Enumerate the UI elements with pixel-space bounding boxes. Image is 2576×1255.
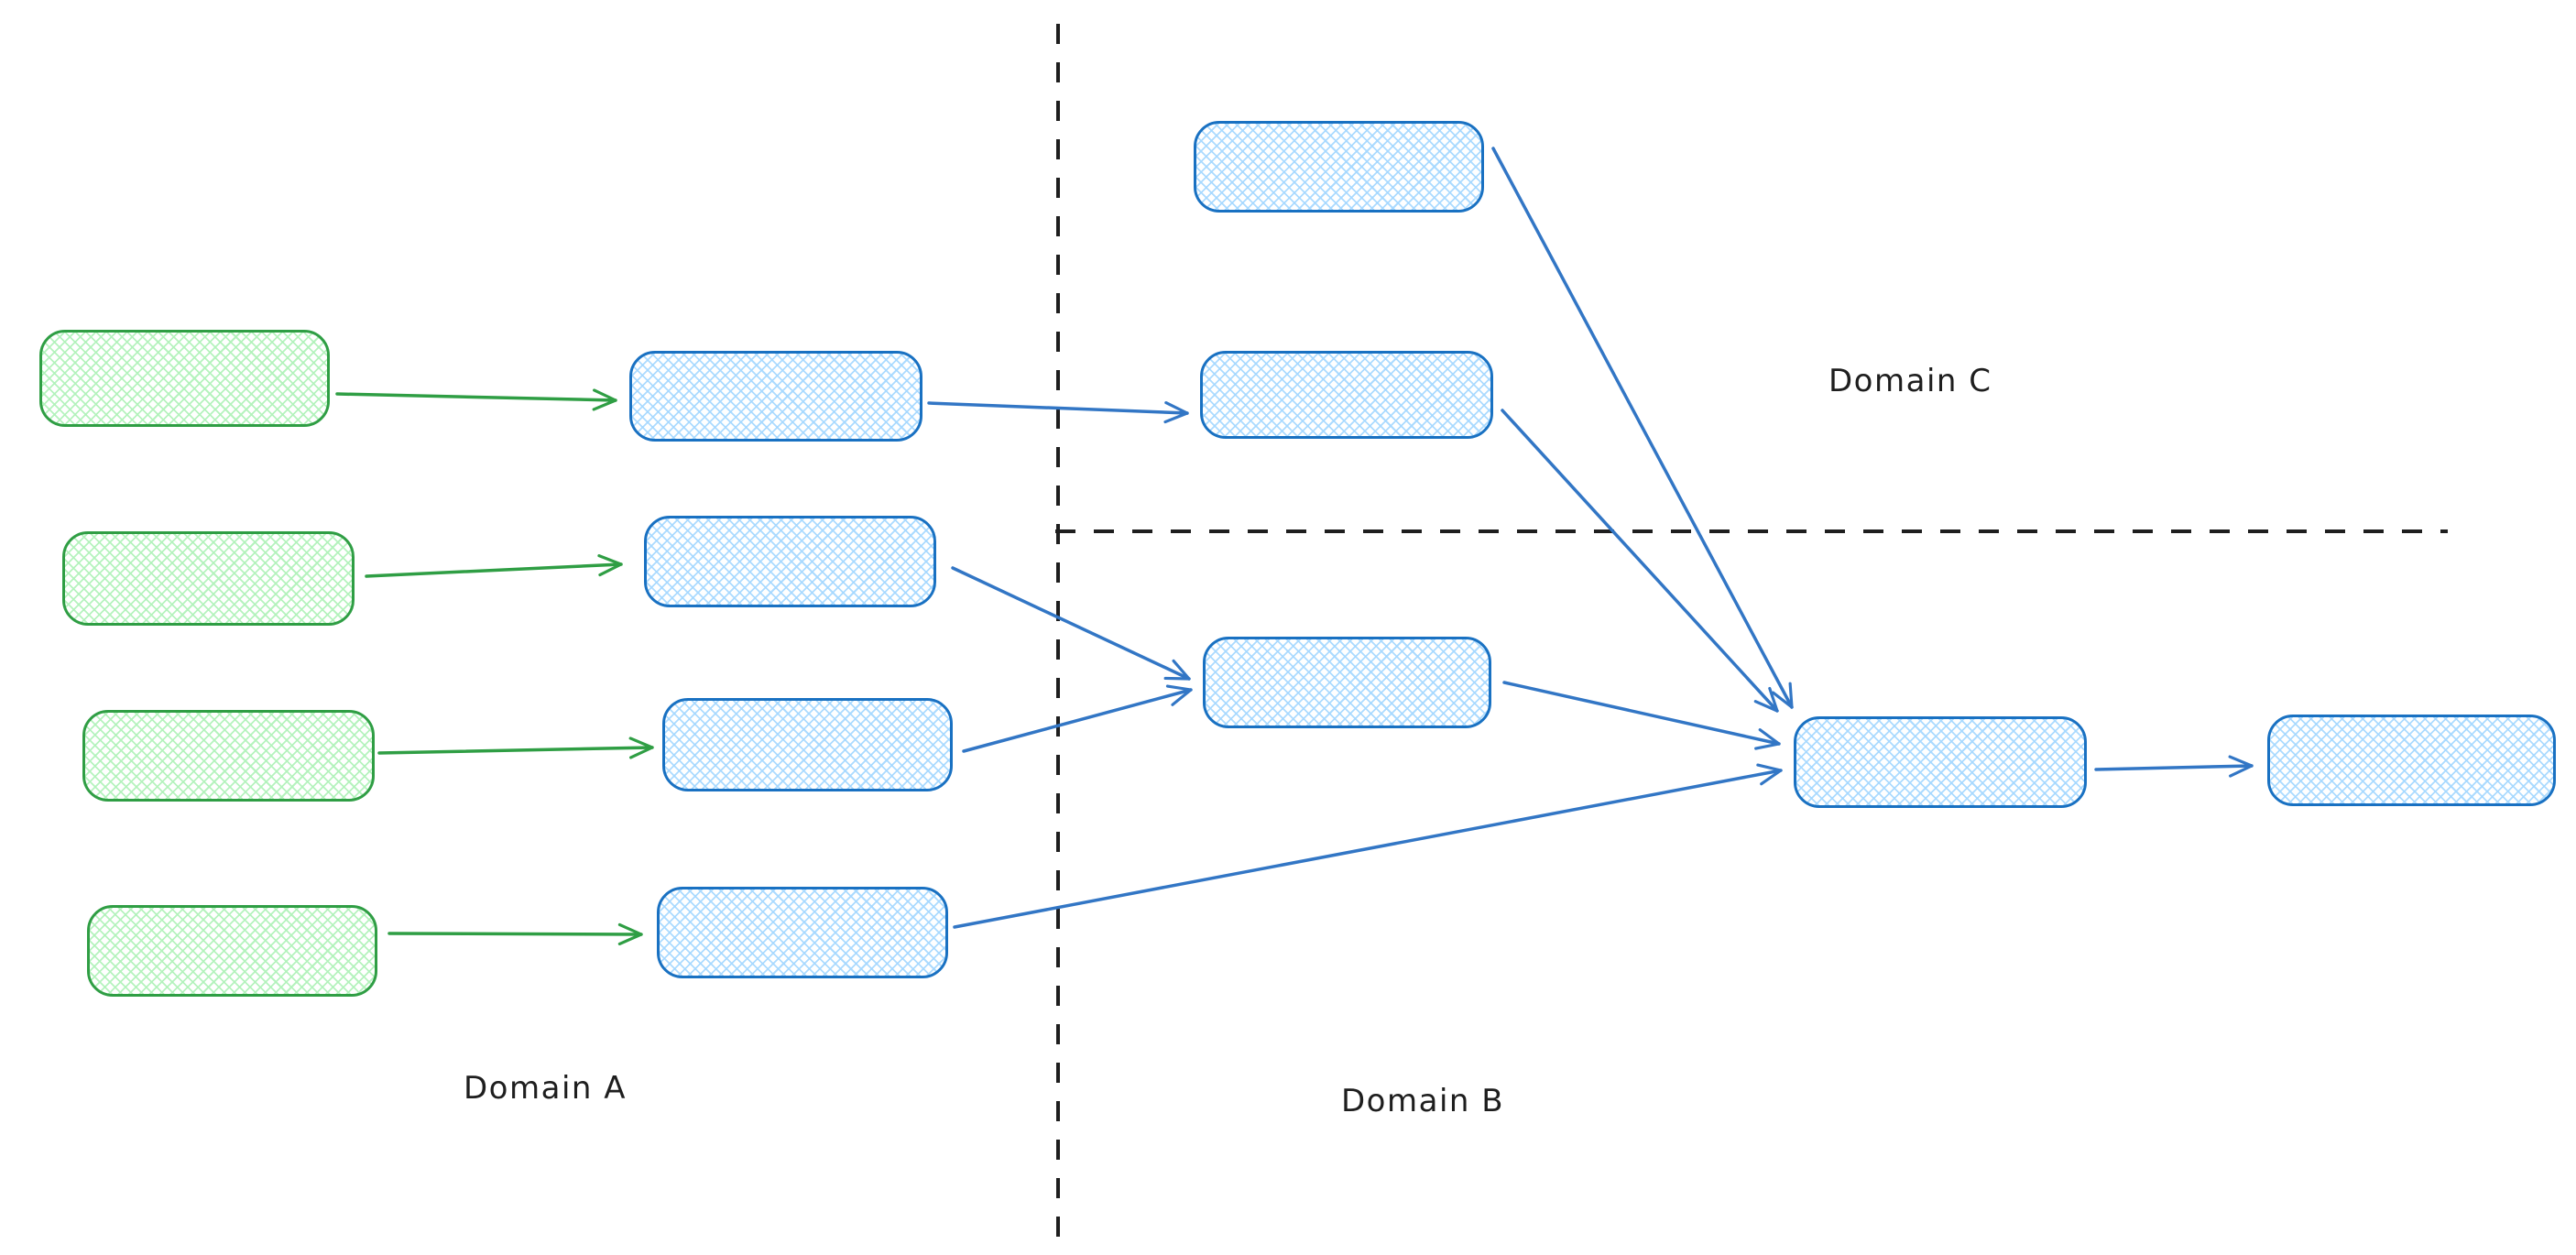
arrow-a-stage-1-to-c-node-2	[927, 401, 1189, 424]
arrow-a-stage-2-to-b-node-1	[951, 566, 1191, 681]
node-a-stage-3	[662, 698, 953, 791]
arrow-a-source-1-to-a-stage-1	[335, 388, 617, 411]
node-a-source-4	[87, 905, 377, 997]
arrow-c-node-1-to-b-hub	[1491, 147, 1794, 709]
node-a-stage-4	[657, 887, 948, 978]
arrow-a-source-2-to-a-stage-2	[365, 554, 623, 578]
domain-c-label: Domain C	[1828, 363, 1992, 399]
arrow-c-node-2-to-b-hub	[1501, 409, 1779, 713]
node-a-source-1	[39, 330, 330, 427]
arrow-a-stage-4-to-b-hub	[953, 763, 1783, 929]
domain-b-label: Domain B	[1341, 1083, 1505, 1119]
arrow-b-node-1-to-b-hub	[1502, 681, 1781, 750]
arrow-a-stage-3-to-b-node-1	[962, 684, 1193, 753]
node-a-source-3	[82, 710, 375, 802]
arrow-b-hub-to-b-output	[2094, 755, 2254, 778]
node-b-hub	[1794, 716, 2087, 808]
arrow-a-source-3-to-a-stage-3	[377, 737, 654, 759]
node-c-1	[1194, 121, 1484, 213]
domain-a-label: Domain A	[464, 1070, 627, 1107]
node-c-2	[1200, 351, 1493, 439]
node-a-source-2	[62, 531, 355, 626]
node-b-output	[2267, 715, 2556, 806]
arrow-a-source-4-to-a-stage-4	[387, 922, 643, 945]
node-b-1	[1203, 637, 1491, 728]
node-a-stage-1	[629, 351, 922, 442]
node-a-stage-2	[644, 516, 936, 607]
